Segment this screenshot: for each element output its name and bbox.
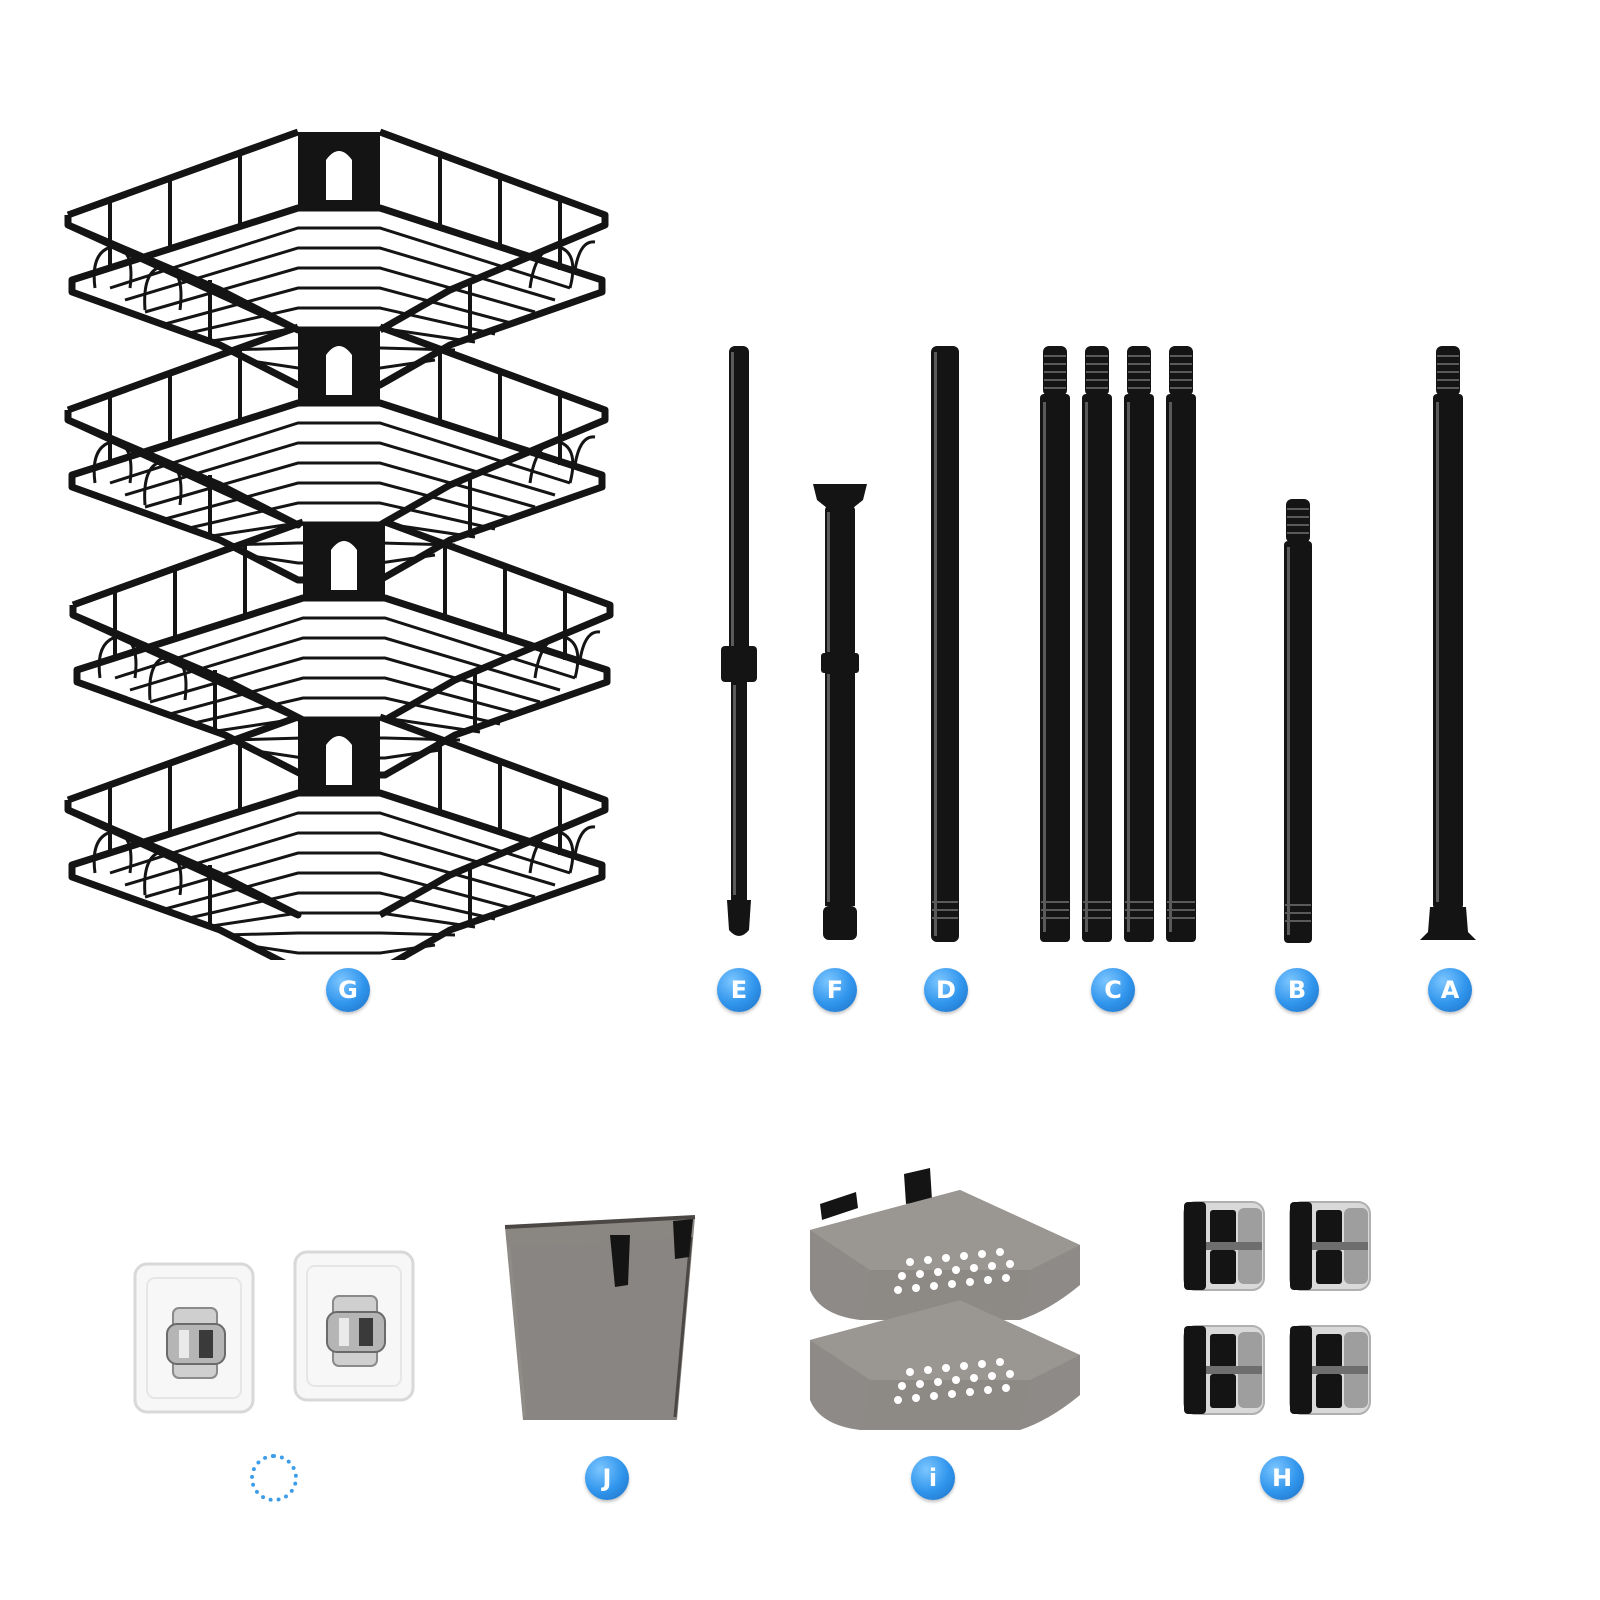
label-badge-i: i	[911, 1456, 955, 1500]
pole-f	[813, 484, 867, 940]
label-badge-c: C	[1091, 968, 1135, 1012]
hanging-cup	[504, 1215, 696, 1420]
label-badge-g: G	[326, 968, 370, 1012]
pole-d	[931, 346, 959, 942]
pole-group-c	[1039, 345, 1197, 943]
corner-shelf-stack	[50, 120, 630, 960]
label-badge-a: A	[1428, 968, 1472, 1012]
pole-clip-set	[1183, 1201, 1371, 1415]
label-badge-d: D	[924, 968, 968, 1012]
label-badge-h: H	[1260, 1456, 1304, 1500]
pole-b	[1284, 499, 1312, 943]
soap-tray-pair	[810, 1168, 1080, 1430]
label-badge-j: J	[585, 1456, 629, 1500]
pole-e	[721, 346, 757, 936]
pole-a	[1420, 346, 1476, 940]
label-badge-b: B	[1275, 968, 1319, 1012]
mop-holder-pair	[133, 1250, 415, 1414]
label-badge-k-faded	[250, 1454, 298, 1502]
label-badge-f: F	[813, 968, 857, 1012]
label-badge-e: E	[717, 968, 761, 1012]
